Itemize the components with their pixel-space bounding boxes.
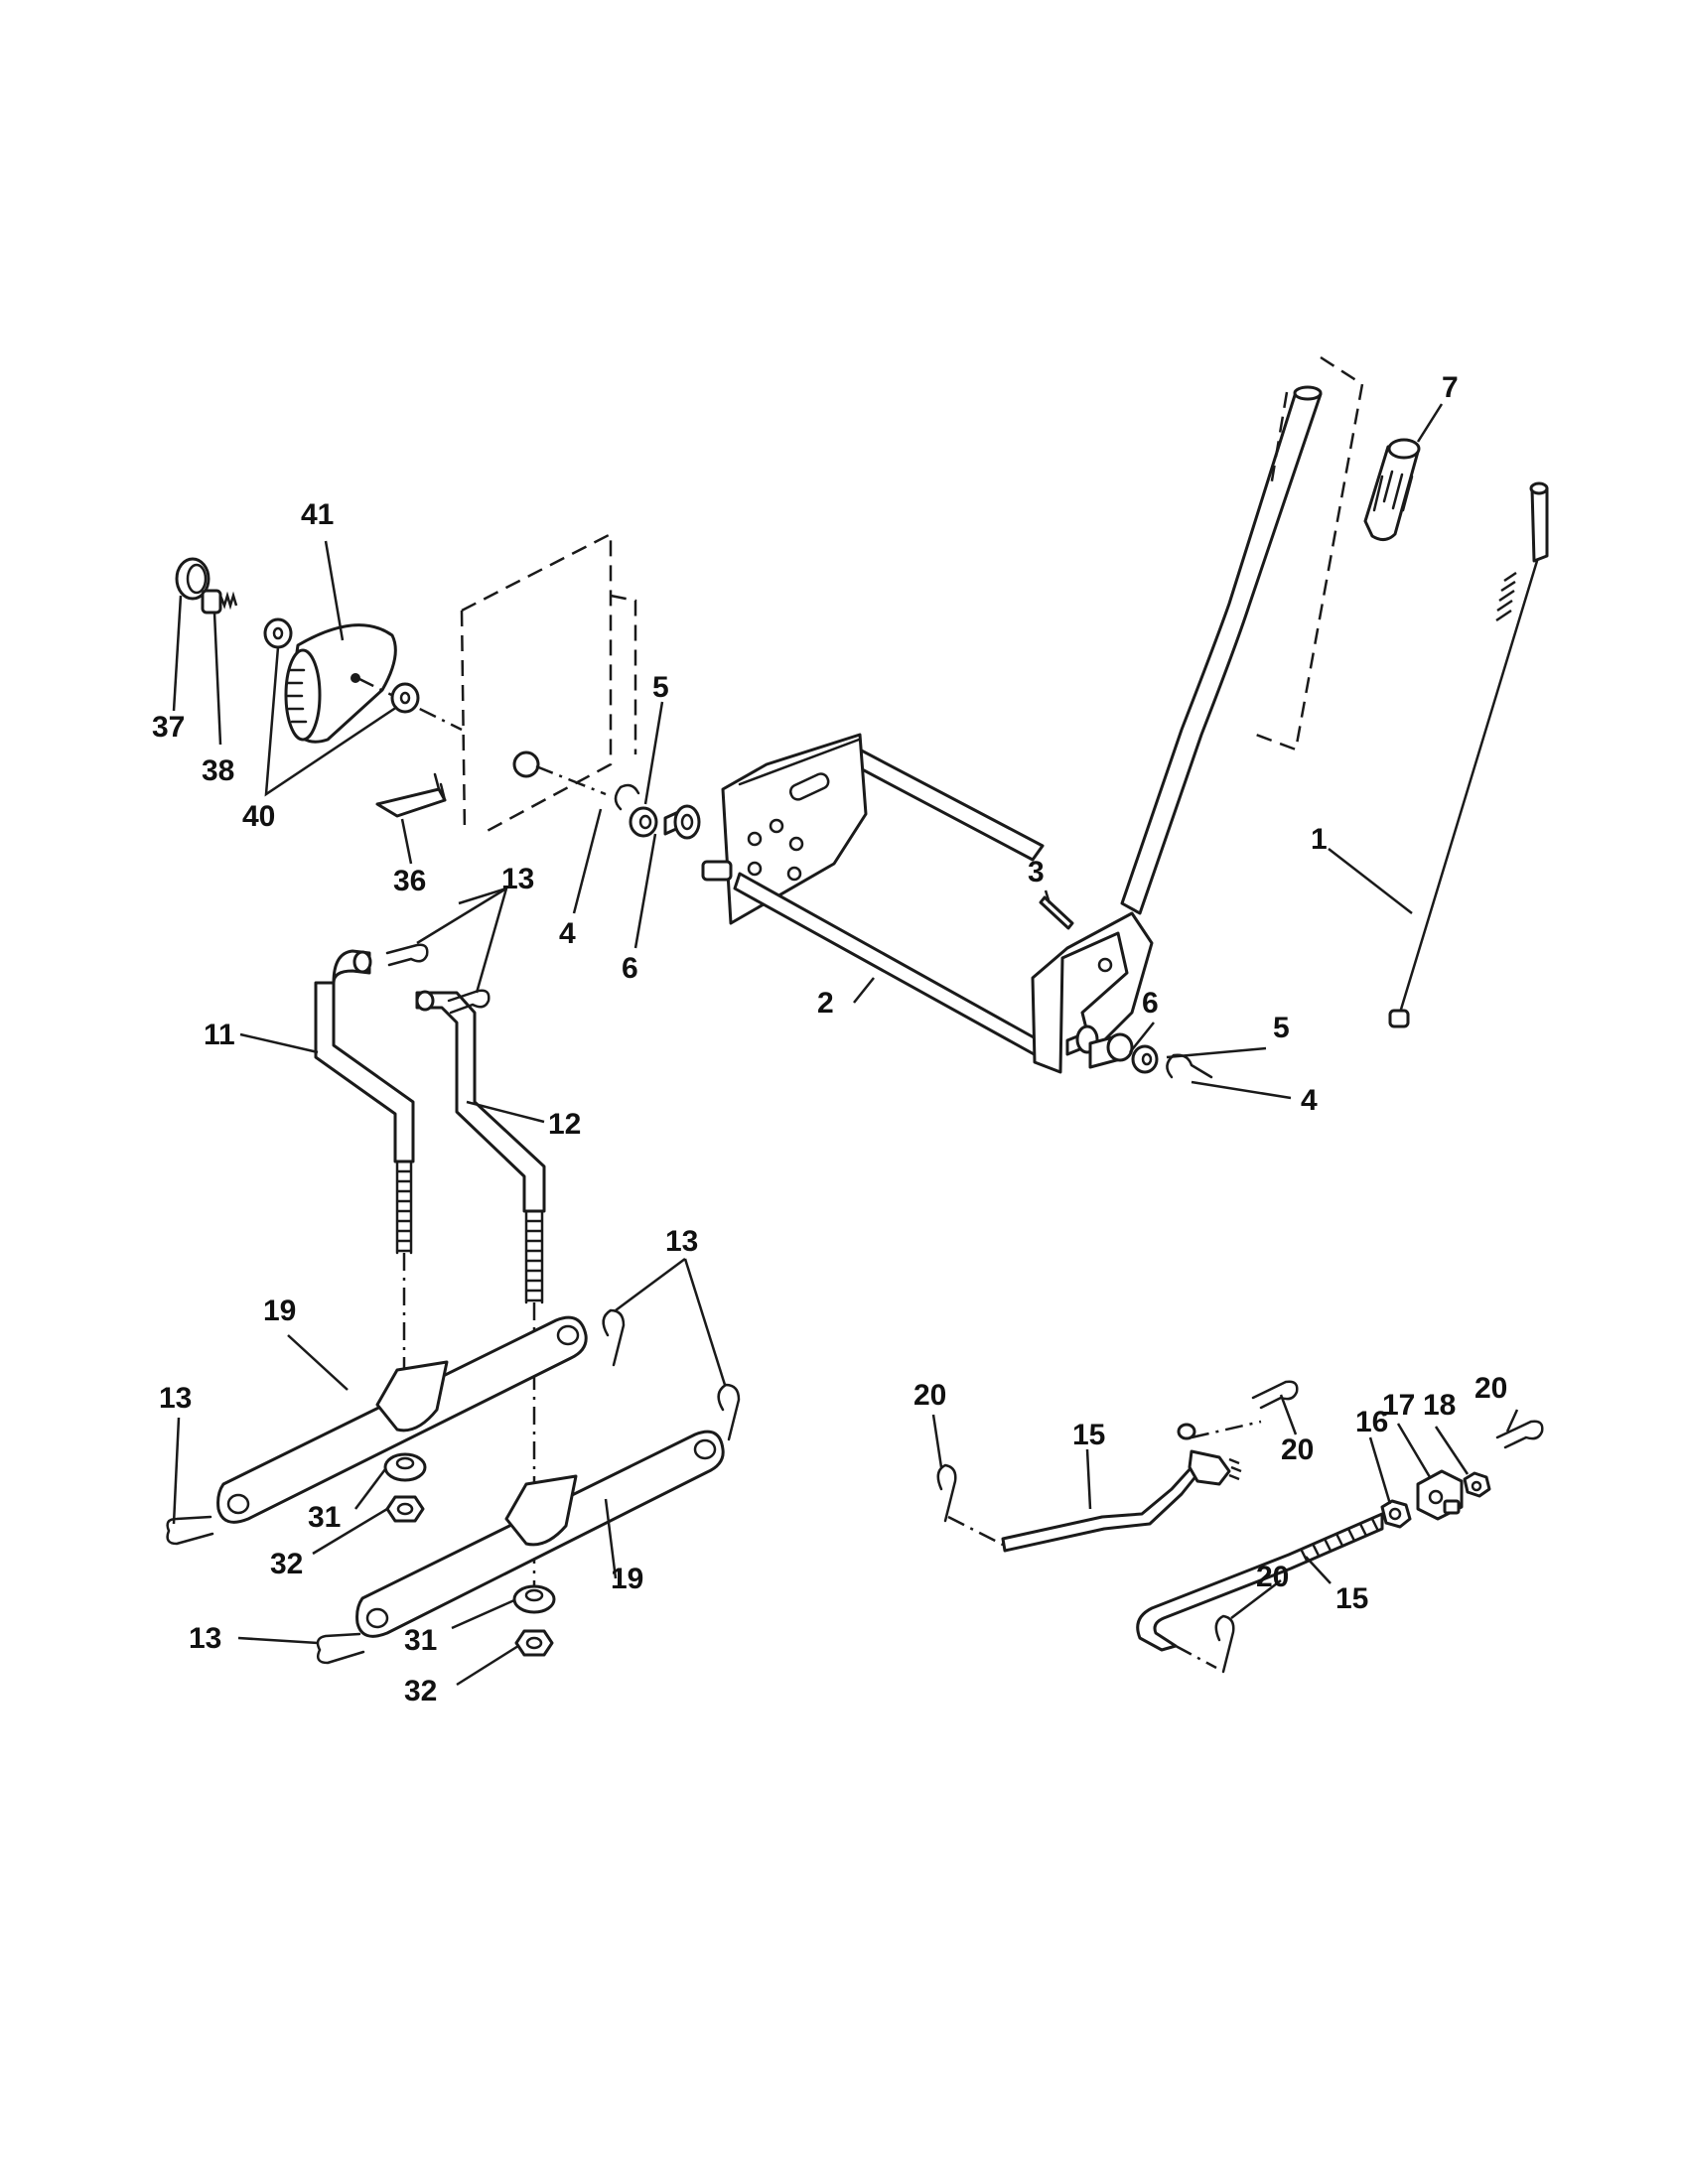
callout-19-upper: 19 bbox=[263, 1295, 296, 1327]
retaining-clip-part-4-left bbox=[614, 783, 640, 811]
hairpin-clip-part-13-mid-a bbox=[602, 1308, 626, 1367]
callout-17: 17 bbox=[1382, 1389, 1415, 1422]
callout-labels: 1 2 3 4 4 5 5 6 6 7 11 12 13 13 13 13 15… bbox=[152, 371, 1507, 1707]
washer-part-40-left bbox=[263, 617, 293, 649]
hairpin-clip-part-13-top-a bbox=[385, 943, 429, 967]
callout-4-left: 4 bbox=[559, 917, 576, 950]
hairpin-clip-part-13-top-b bbox=[447, 989, 491, 1015]
callout-5-right: 5 bbox=[1273, 1012, 1290, 1044]
callout-38: 38 bbox=[202, 754, 234, 787]
grip-part-7 bbox=[1363, 438, 1421, 541]
callout-13-bottom: 13 bbox=[189, 1622, 221, 1655]
callout-41: 41 bbox=[301, 498, 334, 531]
callout-6-right: 6 bbox=[1142, 987, 1159, 1020]
callout-20-left: 20 bbox=[913, 1379, 946, 1412]
frame-panel-outline bbox=[460, 531, 637, 836]
callout-2: 2 bbox=[817, 987, 834, 1020]
nut-part-18 bbox=[1463, 1471, 1491, 1498]
rod-part-15-upper bbox=[947, 1420, 1262, 1553]
callout-11: 11 bbox=[204, 1019, 235, 1051]
callout-15-upper: 15 bbox=[1072, 1419, 1105, 1451]
callout-20-right: 20 bbox=[1474, 1372, 1507, 1405]
cable-part-1 bbox=[1388, 481, 1549, 1028]
callout-19-lower: 19 bbox=[611, 1563, 643, 1595]
block-part-17 bbox=[1416, 1469, 1464, 1521]
retaining-clip-part-4-right bbox=[1166, 1053, 1213, 1079]
nut-part-16 bbox=[1380, 1499, 1412, 1529]
lift-link-part-11 bbox=[314, 949, 415, 1255]
callout-5-left: 5 bbox=[652, 671, 669, 704]
bushing-part-6-left bbox=[663, 804, 701, 840]
callout-6-left: 6 bbox=[622, 952, 638, 985]
lift-arm-part-19-upper bbox=[216, 1315, 588, 1524]
bracket-part-36 bbox=[375, 772, 447, 818]
washer-part-5-left bbox=[629, 806, 658, 838]
callout-13-top: 13 bbox=[501, 863, 534, 895]
lift-link-part-12 bbox=[415, 990, 546, 1304]
callout-7: 7 bbox=[1442, 371, 1459, 404]
knob-part-41 bbox=[284, 623, 463, 744]
callout-16: 16 bbox=[1355, 1406, 1388, 1438]
hairpin-clip-part-13-bottom bbox=[316, 1632, 365, 1665]
callout-18: 18 bbox=[1423, 1389, 1456, 1422]
callout-40: 40 bbox=[242, 800, 275, 833]
callout-37: 37 bbox=[152, 711, 185, 744]
hairpin-clip-part-13-left bbox=[166, 1515, 214, 1546]
pin-part-3 bbox=[1039, 895, 1074, 930]
hairpin-clip-part-20-top bbox=[1251, 1380, 1299, 1410]
bushing-part-6-right bbox=[1065, 1024, 1134, 1069]
callout-1: 1 bbox=[1311, 823, 1328, 856]
spacer-part-31-upper bbox=[383, 1452, 427, 1482]
callout-15-lower: 15 bbox=[1335, 1582, 1368, 1615]
callout-32-upper: 32 bbox=[270, 1548, 303, 1580]
callout-13-left: 13 bbox=[159, 1382, 192, 1415]
washer-part-40-right bbox=[390, 682, 420, 714]
hairpin-clip-part-20-left bbox=[936, 1463, 957, 1523]
callout-12: 12 bbox=[548, 1108, 581, 1141]
hairpin-clip-part-20-bottom bbox=[1214, 1614, 1235, 1674]
ring-part-37 bbox=[175, 557, 210, 601]
callout-4-right: 4 bbox=[1301, 1084, 1318, 1117]
callout-36: 36 bbox=[393, 865, 426, 897]
callout-3: 3 bbox=[1028, 856, 1045, 888]
rod-part-15-lower bbox=[1136, 1512, 1384, 1670]
hairpin-clip-part-13-mid-b bbox=[717, 1383, 741, 1441]
lift-arm-part-19-lower bbox=[355, 1430, 725, 1638]
lift-shaft-part-2 bbox=[701, 733, 1045, 1058]
hairpin-clip-part-20-right bbox=[1495, 1420, 1544, 1449]
bushing-stud-on-frame bbox=[512, 751, 607, 796]
washer-part-5-right bbox=[1131, 1044, 1159, 1074]
callout-13-mid: 13 bbox=[665, 1225, 698, 1258]
callout-31-upper: 31 bbox=[308, 1501, 341, 1534]
screw-part-38 bbox=[201, 589, 238, 614]
nut-part-32-upper bbox=[385, 1495, 425, 1523]
spacer-part-31-lower bbox=[512, 1584, 556, 1614]
callout-31-lower: 31 bbox=[404, 1624, 437, 1657]
grip-dashed-outline bbox=[1255, 355, 1364, 751]
callout-20-bottom: 20 bbox=[1256, 1561, 1289, 1593]
callout-20-top: 20 bbox=[1281, 1433, 1314, 1466]
callout-32-lower: 32 bbox=[404, 1675, 437, 1707]
leader-lines bbox=[172, 403, 1519, 1687]
lift-handle bbox=[1031, 385, 1323, 1074]
nut-part-32-lower bbox=[514, 1629, 554, 1657]
